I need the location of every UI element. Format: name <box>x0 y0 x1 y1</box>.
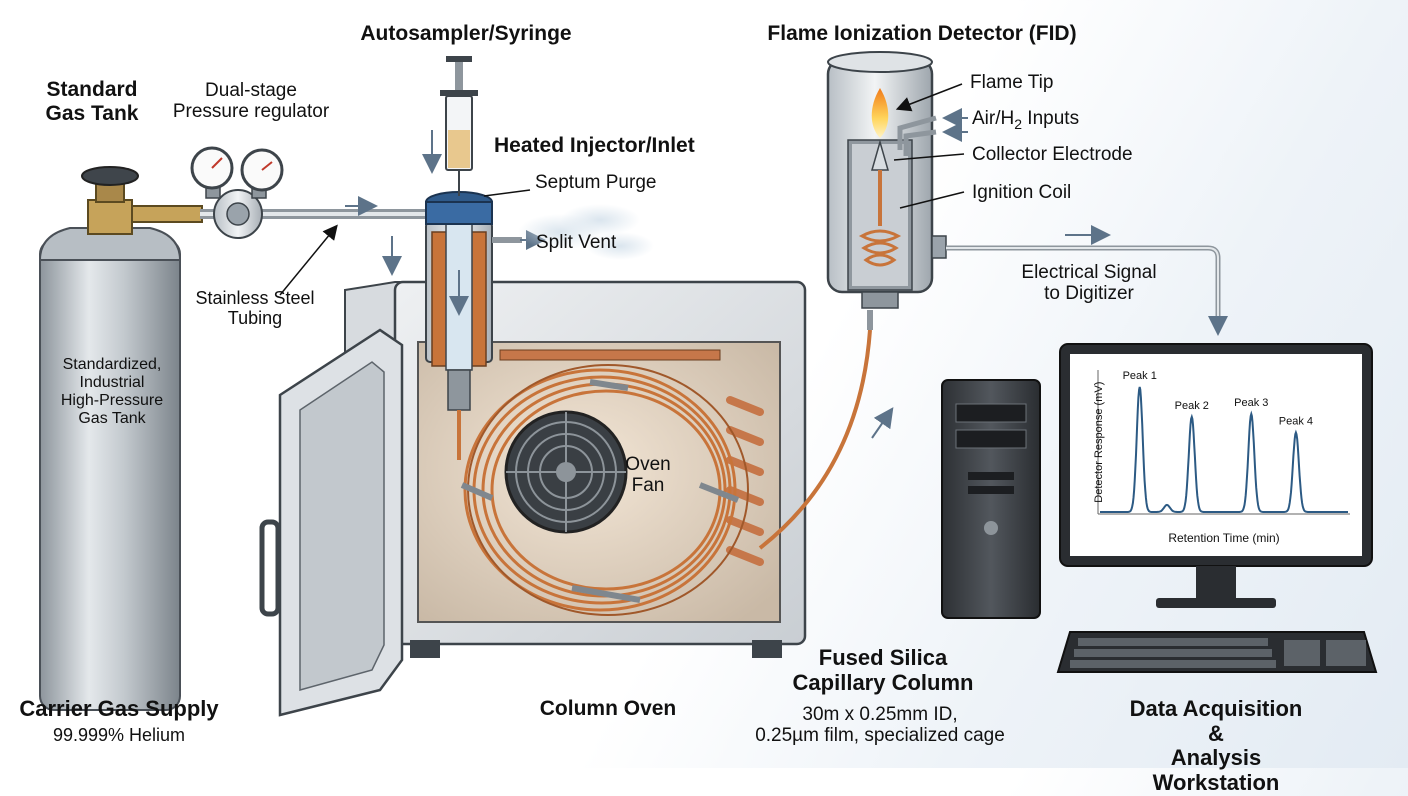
collector-electrode-label: Collector Electrode <box>972 144 1133 165</box>
gc-system-diagram: Peak 1 Peak 2 Peak 3 Peak 4 <box>38 51 1378 717</box>
tank-body-label: Standardized, Industrial High-Pressure G… <box>60 356 164 427</box>
oven-door <box>259 328 404 717</box>
air-h2-prefix: Air/H <box>972 108 1015 129</box>
tubing-label: Stainless Steel Tubing <box>195 288 315 329</box>
signal-label: Electrical Signal to Digitizer <box>1021 262 1157 305</box>
column-cage-clips <box>460 379 740 603</box>
ignition-coil-label: Ignition Coil <box>972 182 1072 203</box>
air-h2-suffix: Inputs <box>1022 108 1080 129</box>
pressure-regulator <box>190 146 443 300</box>
split-vent-label: Split Vent <box>536 232 617 253</box>
oven-fan <box>504 410 628 534</box>
fid-title-label: Flame Ionization Detector (FID) <box>767 22 1077 45</box>
chart-xlabel: Retention Time (min) <box>1168 531 1280 545</box>
chromatogram-trace <box>1100 386 1348 513</box>
autosampler-label: Autosampler/Syringe <box>360 22 572 45</box>
fid-leader-lines <box>893 83 968 209</box>
fid-detector <box>826 51 947 309</box>
air-h2-inputs-label: Air/H2 Inputs <box>972 108 1079 132</box>
septum-purge-label: Septum Purge <box>535 172 657 193</box>
gas-tank <box>38 166 203 711</box>
chart-ylabel: Detector Response (mV) <box>1092 381 1105 503</box>
peak-label-2: Peak 2 <box>1175 400 1209 412</box>
oven-fan-label: Oven Fan <box>625 454 671 497</box>
chromatogram-chart: Peak 1 Peak 2 Peak 3 Peak 4 <box>1097 370 1350 515</box>
peak-label-3: Peak 3 <box>1234 397 1268 409</box>
split-vent-plume <box>518 204 654 260</box>
helium-purity-label: 99.999% Helium <box>52 725 186 745</box>
autosampler-syringe <box>422 56 478 196</box>
workstation-label: Data Acquisition & Analysis Workstation <box>1129 696 1303 795</box>
h2-subscript: 2 <box>1014 115 1023 132</box>
peak-label-4: Peak 4 <box>1279 416 1313 428</box>
injector-label: Heated Injector/Inlet <box>494 134 695 157</box>
column-title-label: Fused Silica Capillary Column <box>792 645 974 695</box>
column-oven-label: Column Oven <box>539 697 677 720</box>
carrier-gas-supply-label: Carrier Gas Supply <box>19 696 219 721</box>
pc-tower <box>941 379 1041 619</box>
peak-label-1: Peak 1 <box>1123 370 1157 382</box>
regulator-label: Dual-stage Pressure regulator <box>172 80 330 123</box>
flame-tip-label: Flame Tip <box>970 72 1054 93</box>
monitor <box>1059 343 1373 608</box>
column-spec-label: 30m x 0.25mm ID, 0.25µm film, specialize… <box>755 704 1005 747</box>
standard-gas-tank-label: Standard Gas Tank <box>45 78 139 125</box>
keyboard <box>1056 631 1378 673</box>
